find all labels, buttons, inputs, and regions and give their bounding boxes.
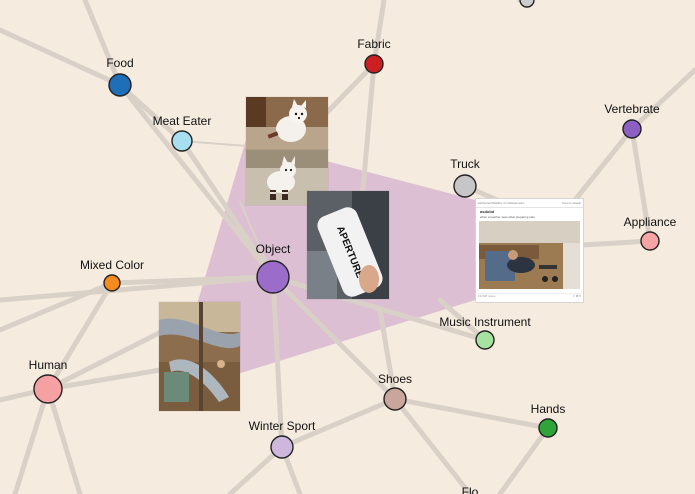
- edge: [579, 238, 653, 248]
- post-header: kahbstract/Slafilter on kHEaisnedin Sour…: [476, 199, 583, 208]
- edge: [117, 82, 185, 144]
- edge: [0, 280, 115, 333]
- edge: [270, 274, 398, 402]
- aperture-bottle-photo[interactable]: APERTURE: [307, 191, 389, 299]
- edge: [377, 307, 398, 402]
- edge: [437, 297, 488, 343]
- edge: [179, 138, 276, 280]
- node-shoes[interactable]: [383, 387, 407, 411]
- label-food: Food: [106, 56, 133, 70]
- label-object: Object: [256, 242, 291, 256]
- tube-slide-image: [159, 302, 240, 411]
- post-menu-label: Source details: [561, 201, 581, 205]
- post-caption: when a teacher sees what preparing cats: [480, 215, 535, 219]
- edge: [45, 367, 163, 392]
- node-vertebrate[interactable]: [622, 119, 642, 139]
- edge: [0, 27, 123, 88]
- node-winter-sport[interactable]: [270, 435, 294, 459]
- edge: [0, 274, 276, 303]
- node-music-instrument[interactable]: [475, 330, 495, 350]
- node-hands[interactable]: [538, 418, 558, 438]
- edge: [270, 274, 285, 450]
- label-shoes: Shoes: [378, 372, 412, 386]
- edge: [359, 61, 377, 203]
- edge: [45, 327, 168, 392]
- label-appliance: Appliance: [624, 215, 677, 229]
- dog-photo-top[interactable]: [246, 97, 328, 150]
- label-hands: Hands: [531, 402, 566, 416]
- label-human: Human: [29, 358, 68, 372]
- label-meat-eater: Meat Eater: [153, 114, 212, 128]
- edge: [497, 425, 551, 494]
- node-fabric[interactable]: [364, 54, 384, 74]
- aperture-bottle-image: APERTURE: [307, 191, 389, 299]
- edge: [45, 386, 83, 494]
- post-site-label: kahbstract/Slafilter on kHEaisnedin: [478, 201, 525, 205]
- edge: [392, 396, 551, 431]
- edge: [117, 82, 276, 280]
- graph-labels: Food Fabric Meat Eater Vertebrate Truck …: [29, 37, 677, 494]
- social-post-thumbnail[interactable]: kahbstract/Slafilter on kHEaisnedin Sour…: [475, 198, 584, 303]
- label-winter-sport: Winter Sport: [249, 419, 316, 433]
- post-photo: [479, 221, 580, 289]
- node-truck[interactable]: [453, 174, 477, 198]
- edge: [629, 126, 653, 244]
- edge: [279, 396, 398, 450]
- dog-photo-top-image: [246, 97, 328, 150]
- graph-nodes: [33, 0, 660, 459]
- edge: [572, 126, 635, 203]
- label-music-instrument: Music Instrument: [439, 315, 531, 329]
- node-appliance[interactable]: [640, 231, 660, 251]
- node-object[interactable]: [256, 260, 290, 294]
- edge: [45, 280, 115, 392]
- node-meat-eater[interactable]: [171, 130, 193, 152]
- post-share-icons: ⇪ ⇄ ♥: [572, 294, 581, 298]
- edge: [392, 396, 473, 494]
- node-top-partial[interactable]: [519, 0, 535, 8]
- label-truck: Truck: [450, 157, 481, 171]
- node-mixed-color[interactable]: [103, 274, 121, 292]
- edge: [82, 0, 123, 88]
- post-footer: 19,606 notes ⇪ ⇄ ♥: [478, 293, 581, 300]
- post-title: asdubd: [480, 209, 495, 214]
- edge: [629, 67, 695, 132]
- post-notes-count: 19,606 notes: [478, 294, 496, 298]
- label-flo: Flo: [462, 485, 479, 494]
- label-vertebrate: Vertebrate: [604, 102, 660, 116]
- label-fabric: Fabric: [357, 37, 390, 51]
- edge: [371, 0, 387, 67]
- tube-slide-photo[interactable]: [159, 302, 240, 411]
- node-food[interactable]: [108, 73, 132, 97]
- edge: [12, 386, 51, 494]
- label-mixed-color: Mixed Color: [80, 258, 144, 272]
- node-human[interactable]: [33, 374, 63, 404]
